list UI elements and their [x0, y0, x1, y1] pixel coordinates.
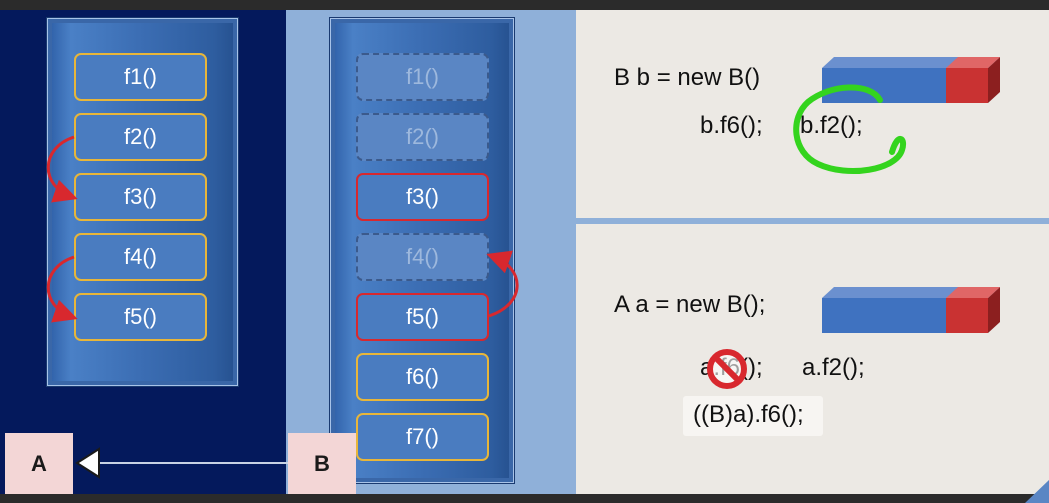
override-arrow-f4-f5 — [46, 255, 78, 323]
override-arrow-f5-f4 — [486, 250, 519, 318]
prohibited-icon — [707, 349, 747, 389]
corner-decoration — [1025, 480, 1049, 503]
class-a-method-f1: f1() — [74, 53, 207, 101]
panel-divider — [576, 218, 1049, 224]
top-call-f6: b.f6(); — [700, 112, 763, 139]
top-declaration: B b = new B() — [614, 64, 761, 91]
inheritance-arrowhead — [75, 447, 100, 479]
object-bar-a — [822, 287, 1000, 333]
class-b-method-f2: f2() — [356, 113, 489, 161]
class-b-method-f7: f7() — [356, 413, 489, 461]
class-a-label: A — [5, 433, 73, 494]
class-a-method-f4: f4() — [74, 233, 207, 281]
override-arrow-f2-f3 — [46, 135, 78, 203]
object-bar-b — [822, 57, 1000, 103]
cast-box — [683, 396, 823, 436]
class-a-method-f5: f5() — [74, 293, 207, 341]
class-b-method-f1: f1() — [356, 53, 489, 101]
class-b-method-f6: f6() — [356, 353, 489, 401]
bottom-declaration: A a = new B(); — [614, 291, 766, 318]
class-a-method-f2: f2() — [74, 113, 207, 161]
highlight-circle — [793, 84, 906, 175]
class-b-method-f3: f3() — [356, 173, 489, 221]
bottom-call-f2: a.f2(); — [802, 354, 865, 381]
class-b-method-f4: f4() — [356, 233, 489, 281]
class-b-method-f5: f5() — [356, 293, 489, 341]
class-b-label: B — [288, 433, 356, 494]
top-call-f2: b.f2(); — [800, 112, 863, 139]
reference-a-example-panel — [576, 224, 1049, 494]
reference-b-example-panel — [576, 10, 1049, 218]
bottom-cast-call: ((B)a).f6(); — [693, 401, 804, 428]
class-a-method-f3: f3() — [74, 173, 207, 221]
